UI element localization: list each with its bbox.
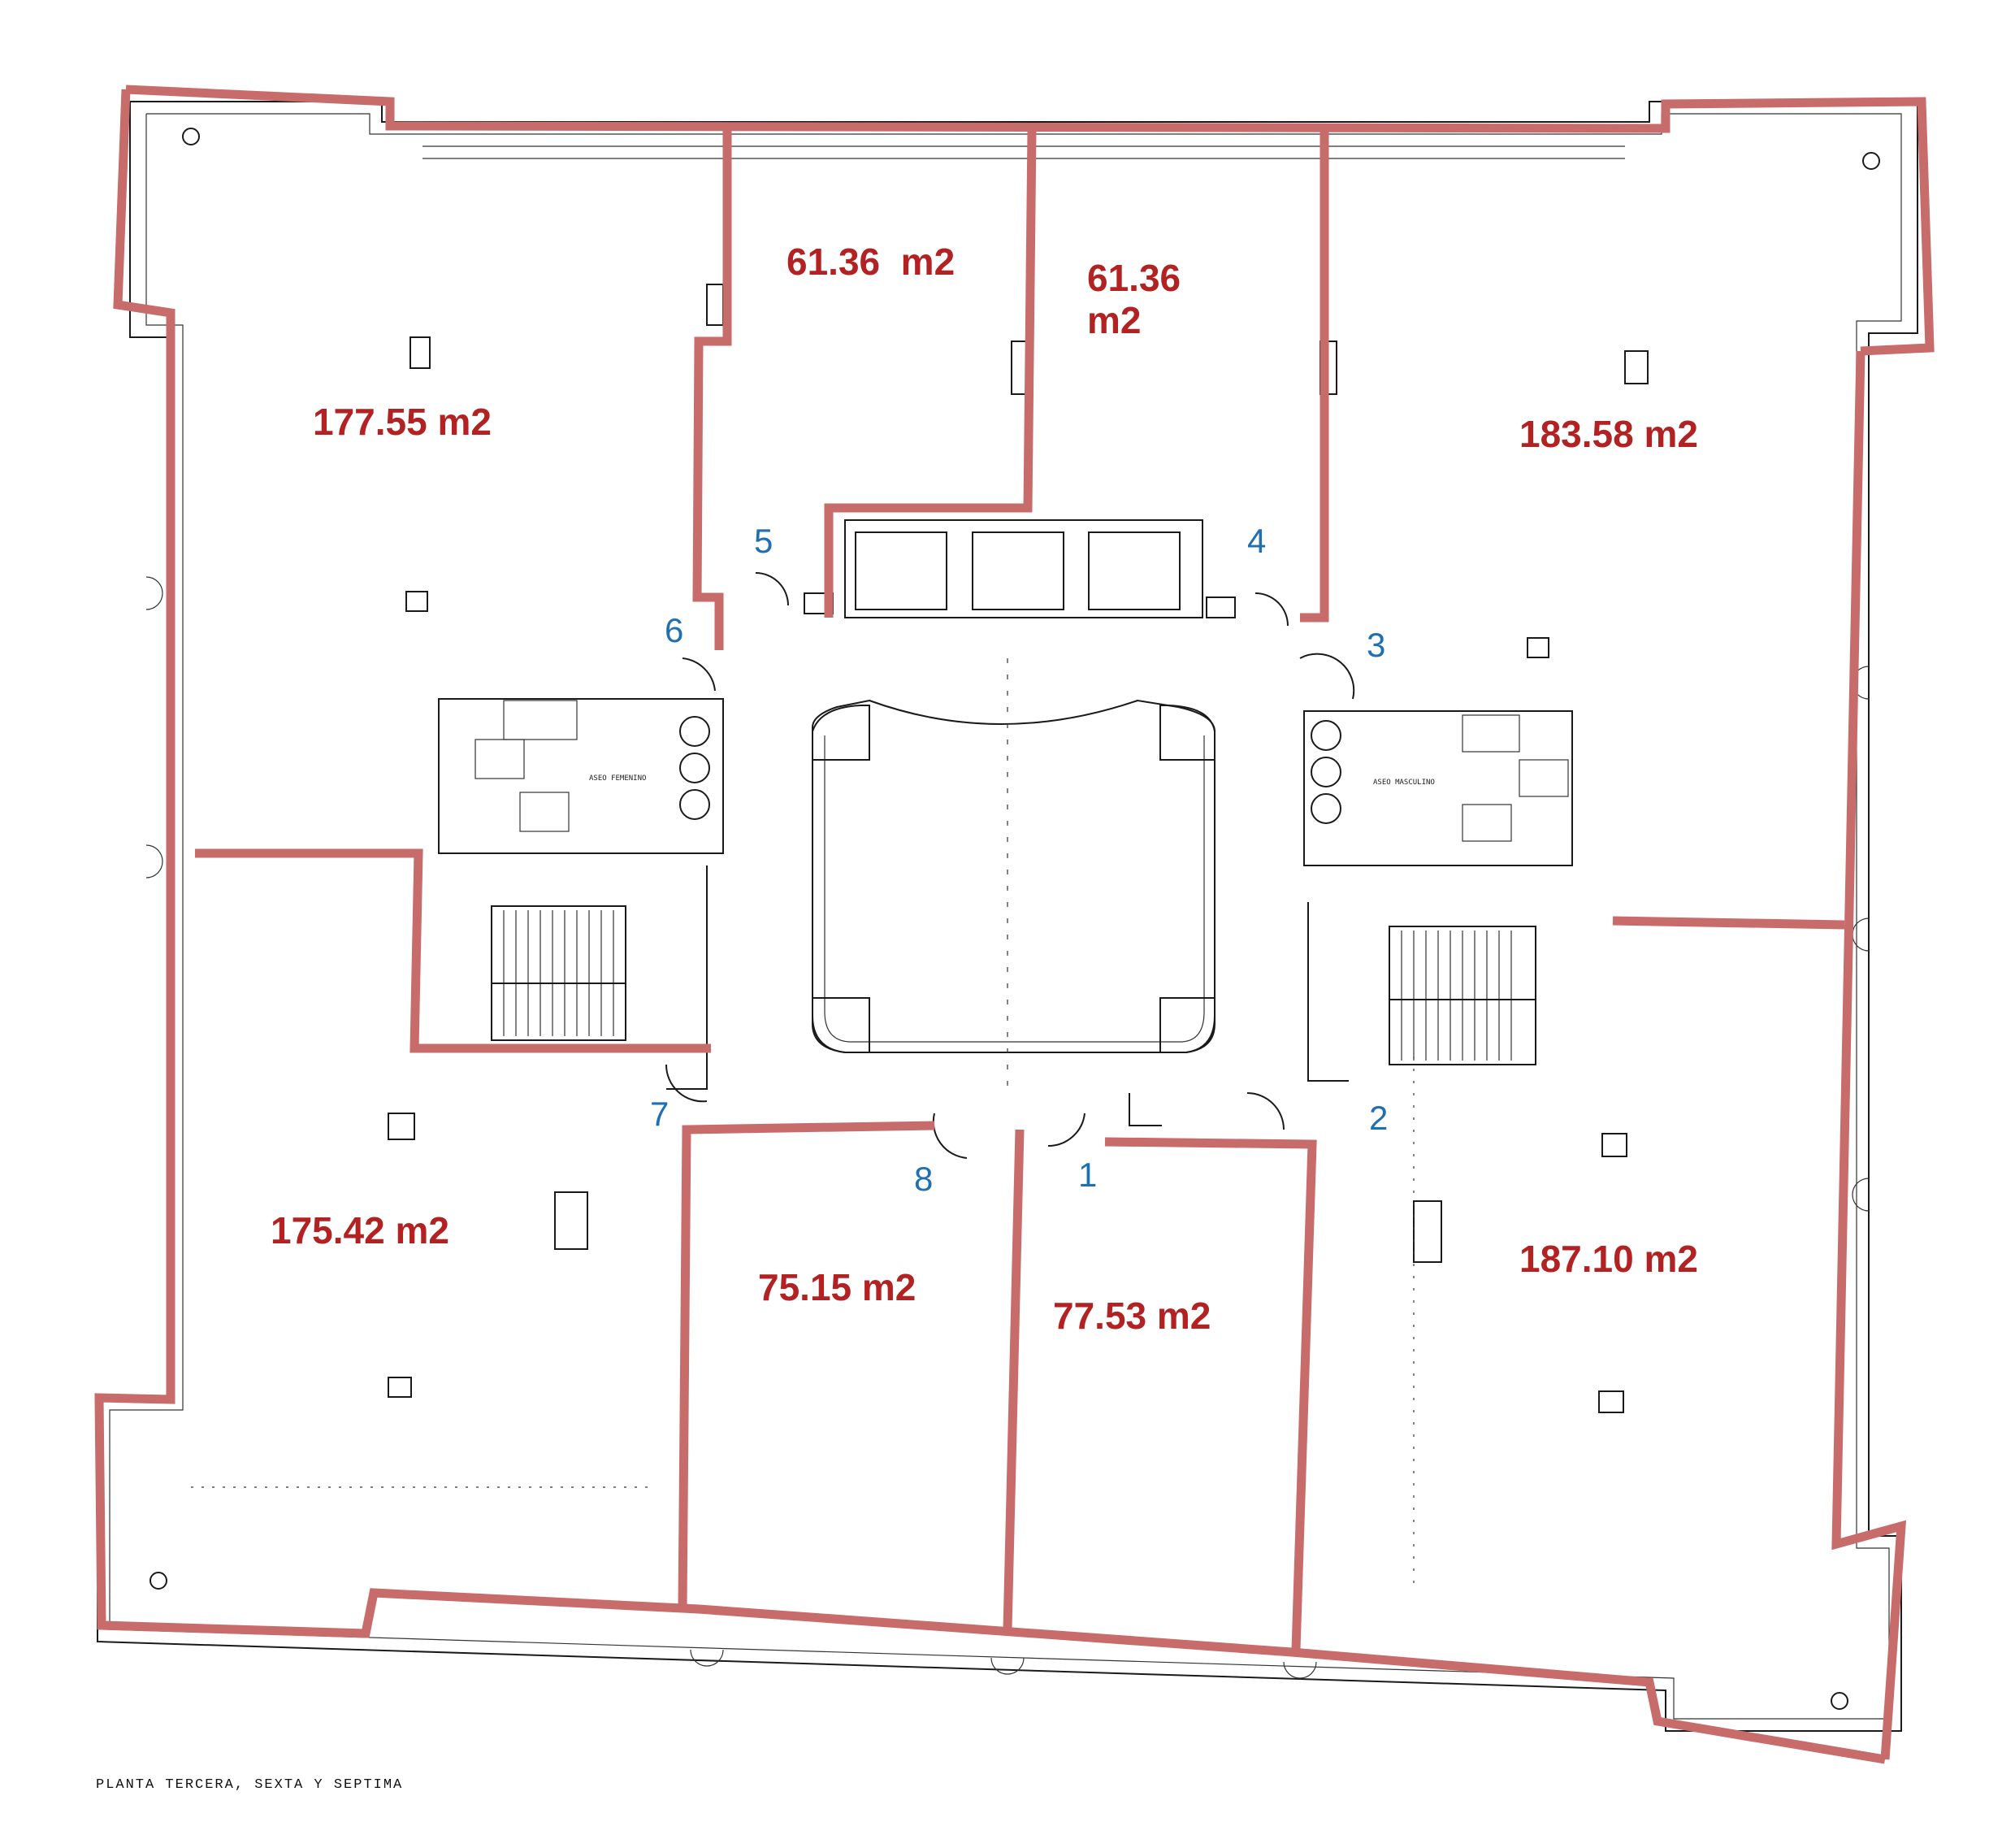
left-stair-treads [492, 910, 626, 1036]
outline-outer-north-west [125, 85, 1935, 356]
area-bottom-center-right-label: 77.53 m2 [1053, 1295, 1211, 1337]
door-number-6: 6 [665, 611, 683, 649]
area-bottom-right-label: 187.10 m2 [1519, 1238, 1698, 1280]
area-top-right-label: 183.58 m2 [1519, 413, 1698, 455]
area-bottom-left-label: 175.42 m2 [271, 1209, 449, 1252]
area-bottom-center-left-label: 75.15 m2 [758, 1266, 916, 1308]
door-number-5: 5 [754, 522, 773, 560]
door-number-4: 4 [1247, 522, 1266, 560]
door-number-8: 8 [914, 1160, 933, 1198]
outline-divider-bottom-2 [1003, 1129, 1025, 1630]
door-number-1: 1 [1078, 1156, 1097, 1194]
area-top-center-right-label-line-2: m2 [1087, 299, 1141, 341]
outline-divider-top-3 [1300, 130, 1329, 623]
area-top-left-label: 177.55 m2 [313, 401, 492, 443]
outline-divider-bottom-3 [1104, 1137, 1317, 1651]
restroom-men-label: ASEO MASCULINO [1373, 779, 1435, 787]
outline-divider-right-mid [1612, 916, 1845, 930]
plan-caption: PLANTA TERCERA, SEXTA Y SEPTIMA [96, 1777, 403, 1793]
door-number-7: 7 [650, 1095, 669, 1133]
outline-divider-left-mid [195, 848, 711, 1053]
area-labels: 177.55 m2 61.36 m2 61.36 m2 183.58 m2 17… [271, 241, 1698, 1337]
area-top-center-left-label: 61.36 m2 [786, 241, 955, 283]
outline-divider-bottom-1 [678, 1121, 935, 1610]
door-number-2: 2 [1369, 1099, 1388, 1137]
outline-divider-top-2 [824, 129, 1037, 618]
blueprint-drawing: ASEO FEMENINO ASEO MASCULINO [97, 101, 1918, 1732]
door-numbers: 1 2 3 4 5 6 7 8 [650, 522, 1388, 1198]
area-outlines [94, 85, 1935, 1764]
restroom-women-label: ASEO FEMENINO [589, 774, 646, 783]
right-stair-treads [1389, 931, 1536, 1061]
outline-outer-east [1831, 350, 1907, 1760]
outline-divider-top-1 [692, 130, 732, 650]
door-number-3: 3 [1367, 626, 1385, 664]
area-top-center-right-label-line-1: 61.36 [1087, 257, 1181, 299]
outline-outer-south [94, 89, 1886, 1764]
